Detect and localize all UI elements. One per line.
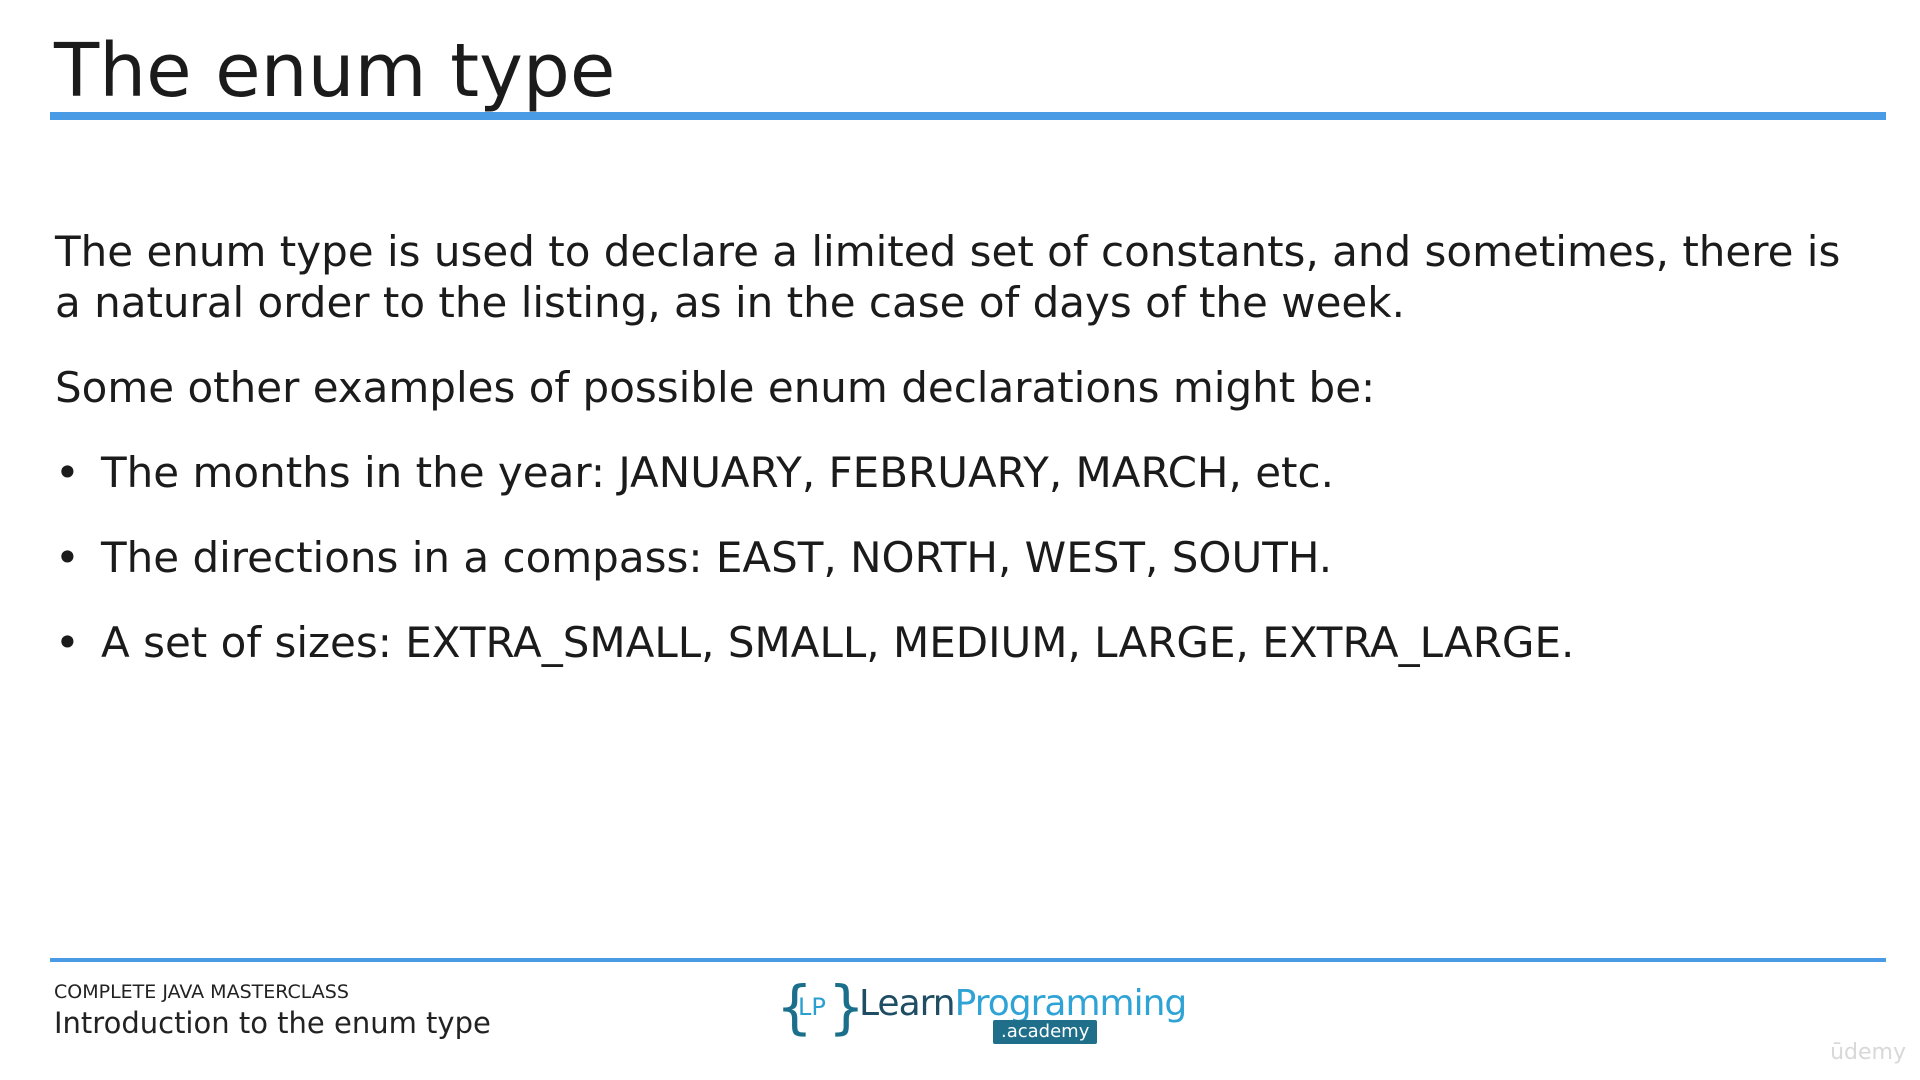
list-item: • A set of sizes: EXTRA_SMALL, SMALL, ME… — [55, 617, 1855, 668]
list-item-text: A set of sizes: EXTRA_SMALL, SMALL, MEDI… — [101, 618, 1575, 667]
udemy-watermark: ūdemy — [1830, 1040, 1906, 1065]
logo-programming-text: Programming — [954, 983, 1188, 1024]
bullet-icon: • — [55, 448, 80, 497]
bullet-icon: • — [55, 618, 80, 667]
logo-learn-text: Learn — [859, 983, 956, 1024]
examples-list: • The months in the year: JANUARY, FEBRU… — [55, 447, 1855, 668]
list-item-text: The months in the year: JANUARY, FEBRUAR… — [101, 448, 1334, 497]
lecture-title: Introduction to the enum type — [54, 1006, 491, 1040]
list-item: • The months in the year: JANUARY, FEBRU… — [55, 447, 1855, 498]
slide-body: The enum type is used to declare a limit… — [55, 226, 1855, 702]
course-name: COMPLETE JAVA MASTERCLASS — [54, 981, 349, 1003]
logo-wordmark: LearnProgramming — [859, 982, 1188, 1026]
list-item-text: The directions in a compass: EAST, NORTH… — [101, 533, 1333, 582]
title-underline — [50, 112, 1886, 120]
logo-academy-badge: .academy — [993, 1020, 1098, 1044]
footer-divider — [50, 958, 1886, 962]
logo-initials: LP — [798, 993, 826, 1021]
paragraph-intro: The enum type is used to declare a limit… — [55, 227, 1841, 327]
bullet-icon: • — [55, 533, 80, 582]
slide-title: The enum type — [54, 28, 616, 114]
paragraph-examples-lead: Some other examples of possible enum dec… — [55, 363, 1376, 412]
list-item: • The directions in a compass: EAST, NOR… — [55, 532, 1855, 583]
logo-left-brace: { — [776, 973, 813, 1041]
logo-right-brace: } — [828, 973, 865, 1041]
learnprogramming-logo: { LP } LearnProgramming .academy — [776, 973, 1187, 1044]
